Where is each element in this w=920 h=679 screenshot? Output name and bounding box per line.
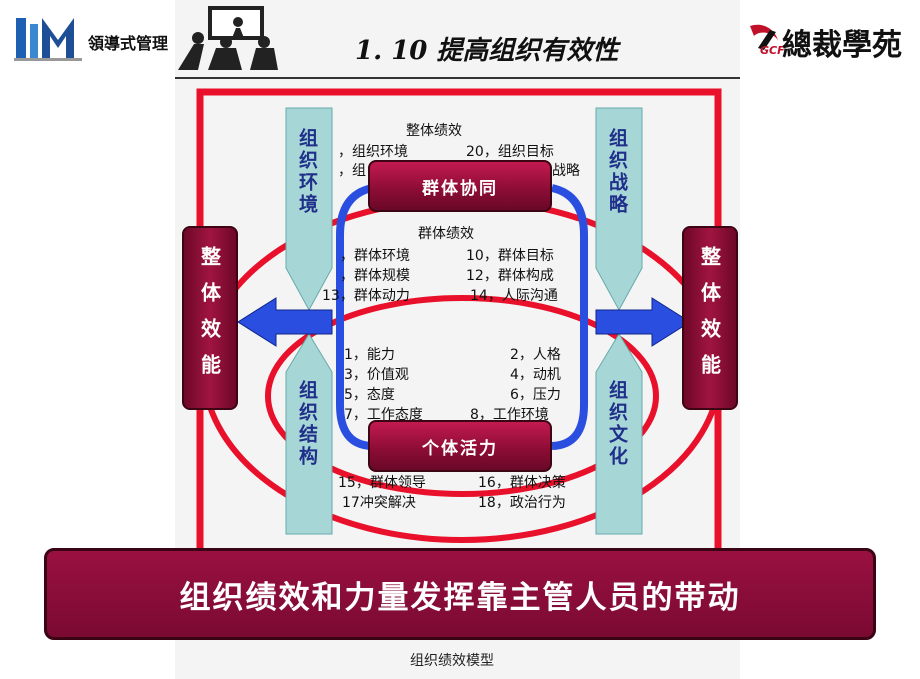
individual-vitality-pill: 个体活力 [368, 420, 552, 472]
pillar-top-left-label: 组织环境 [296, 128, 318, 216]
org-item: 20，组织目标 [466, 144, 554, 160]
arrow-left-icon [237, 297, 333, 347]
individual-item: 8，工作环境 [470, 407, 549, 423]
group-item: ，群体规模 [340, 268, 410, 284]
group-item: 12，群体构成 [466, 268, 554, 284]
pillar-top-right-label: 组织战略 [606, 128, 628, 216]
individual-ellipse [265, 295, 659, 497]
group-item: ，群体环境 [340, 248, 410, 264]
logo-text: 領導式管理 [88, 34, 169, 53]
presenter-icon [178, 6, 278, 70]
individual-item: 7，工作态度 [344, 407, 423, 423]
right-bracket [550, 184, 588, 450]
brand-text: 總裁學苑 [782, 28, 902, 63]
group-ellipse [201, 197, 723, 543]
brand-swoosh-icon [750, 24, 778, 50]
individual-item: 4，动机 [510, 367, 561, 383]
brand-sub: GCF [760, 44, 785, 57]
lower-item: 16，群体决策 [478, 475, 566, 491]
logo-mark-icon [14, 18, 82, 61]
page-title: 1. 10 提高组织有效性 [355, 36, 619, 66]
pillar-bottom-left [285, 333, 333, 535]
group-item: 14，人际沟通 [470, 288, 558, 304]
group-label: 群体绩效 [418, 226, 474, 242]
lower-item: 18，政治行为 [478, 495, 566, 511]
figure-caption: 组织绩效模型 [410, 653, 494, 669]
lower-item: 15，群体领导 [338, 475, 426, 491]
org-item: ，组 [338, 163, 366, 179]
pillar-top-right [595, 107, 643, 312]
pillar-bottom-left-label: 组织结构 [296, 380, 318, 468]
individual-item: 5，态度 [344, 387, 395, 403]
group-synergy-pill: 群体协同 [368, 160, 552, 212]
outer-label: 整体绩效 [406, 123, 462, 139]
group-item: 13，群体动力 [322, 288, 410, 304]
individual-item: 2，人格 [510, 347, 561, 363]
header-divider [175, 77, 740, 79]
pillar-bottom-right-label: 组织文化 [606, 380, 628, 468]
individual-item: 6，压力 [510, 387, 561, 403]
side-right-box: 整体效能 [682, 226, 738, 410]
arrow-right-icon [595, 297, 691, 347]
individual-item: 1，能力 [344, 347, 395, 363]
group-item: 10，群体目标 [466, 248, 554, 264]
org-item: 战略 [552, 163, 580, 179]
pillar-top-left [285, 107, 333, 312]
pillar-bottom-right [595, 333, 643, 535]
summary-banner: 组织绩效和力量发挥靠主管人员的带动 [44, 548, 876, 640]
left-bracket [336, 184, 374, 450]
lower-item: 17冲突解决 [342, 495, 416, 511]
org-item: ，组织环境 [338, 144, 408, 160]
individual-item: 3，价值观 [344, 367, 409, 383]
side-left-box: 整体效能 [182, 226, 238, 410]
